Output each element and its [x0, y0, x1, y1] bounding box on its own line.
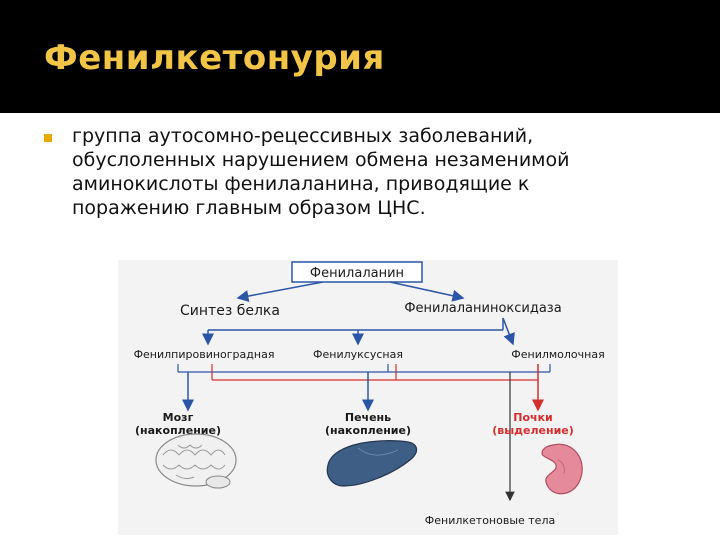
liver-icon	[326, 440, 418, 487]
pyruvic-label: Фенилпировиноградная	[134, 348, 275, 361]
liver-note: (накопление)	[325, 424, 411, 437]
lactic-label: Фенилмолочная	[511, 348, 604, 361]
ketone-bodies-label: Фенилкетоновые тела	[425, 514, 555, 527]
root-box	[291, 261, 423, 283]
arrow-to-lactic	[502, 317, 515, 346]
arrow-to-enzyme	[389, 281, 465, 302]
protein-synthesis-label: Синтез белка	[180, 303, 280, 319]
root-label: Фенилаланин	[310, 266, 404, 281]
title-bar: Фенилкетонурия	[0, 0, 720, 113]
kidney-label: Почки	[513, 411, 553, 424]
slide-title: Фенилкетонурия	[44, 38, 385, 78]
kidney-icon	[541, 443, 583, 495]
liver-label: Печень	[345, 411, 391, 424]
kidney-note: (выделение)	[492, 424, 574, 437]
diagram-svg: Фенилаланин Синтез белка Фенилаланинокси…	[134, 261, 605, 527]
acetic-label: Фенилуксусная	[313, 348, 403, 361]
bullet-marker	[44, 134, 52, 142]
metabolism-diagram: Фенилаланин Синтез белка Фенилаланинокси…	[118, 260, 618, 535]
enzyme-label: Фенилаланиноксидаза	[404, 301, 561, 316]
brain-icon	[155, 433, 237, 489]
arrow-to-protein	[236, 281, 324, 302]
brain-label: Мозг	[163, 411, 194, 424]
bullet-text: группа аутосомно-рецессивных заболеваний…	[72, 125, 570, 219]
